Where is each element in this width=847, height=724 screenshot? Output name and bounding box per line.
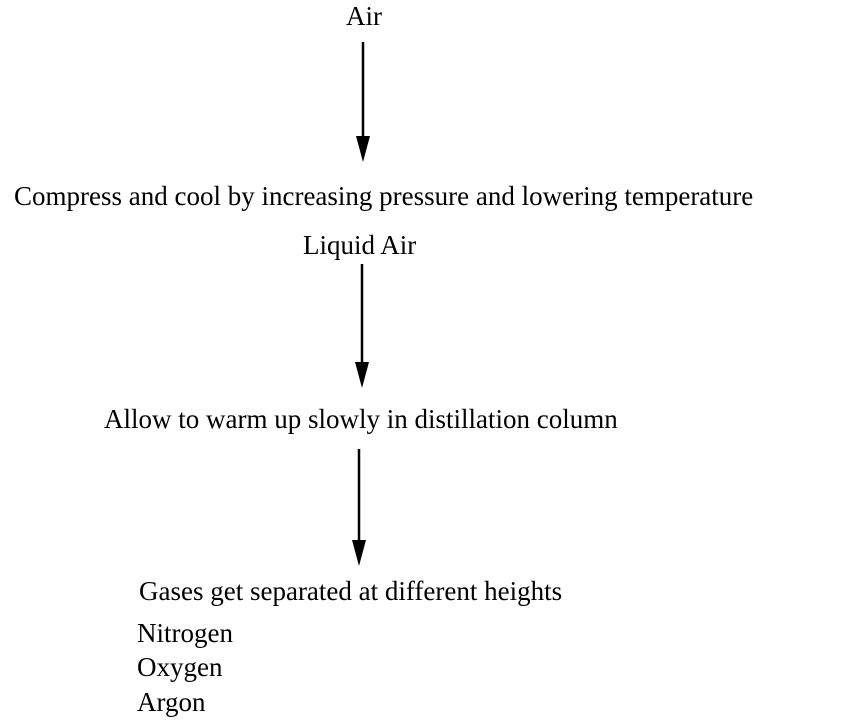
product-nitrogen: Nitrogen: [137, 618, 233, 648]
arrow-warm-to-gases: [352, 449, 366, 566]
node-gases-separated: Gases get separated at different heights: [139, 576, 563, 606]
arrow-air-to-compress: [356, 42, 370, 162]
node-warm-distillation: Allow to warm up slowly in distillation …: [104, 404, 618, 434]
node-compress-cool: Compress and cool by increasing pressure…: [14, 181, 754, 211]
node-liquid-air: Liquid Air: [303, 230, 417, 260]
product-oxygen: Oxygen: [137, 652, 223, 682]
node-air: Air: [346, 1, 382, 31]
arrow-liquid-to-warm: [355, 264, 369, 388]
product-argon: Argon: [137, 687, 206, 717]
